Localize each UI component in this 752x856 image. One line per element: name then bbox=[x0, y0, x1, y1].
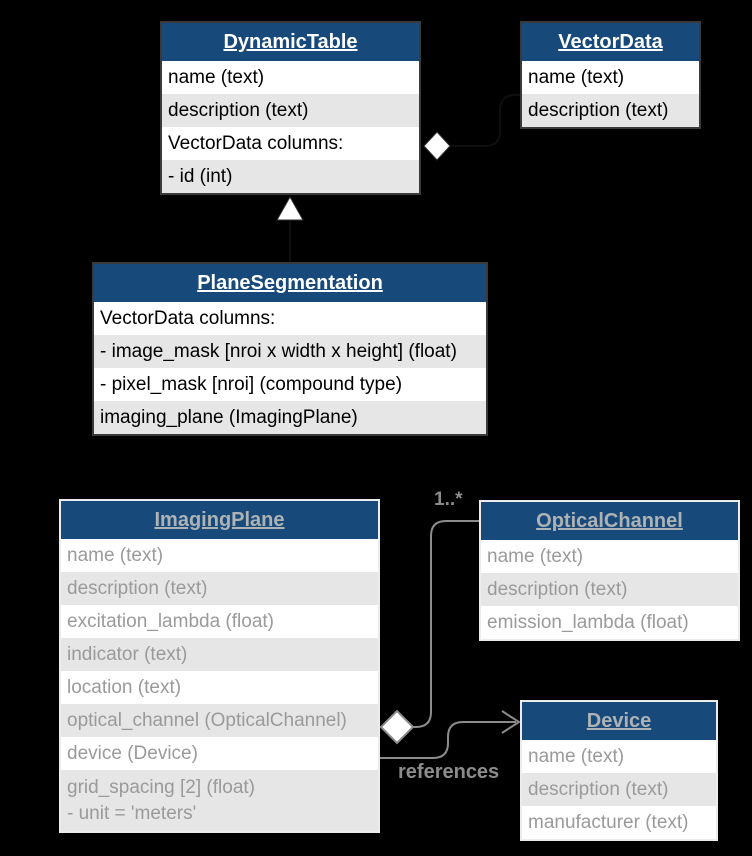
attribute-row: grid_spacing [2] (float) - unit = 'meter… bbox=[61, 770, 378, 831]
class-title-vectordata: VectorData bbox=[522, 23, 699, 61]
aggregation-line-dynamictable-vectordata bbox=[450, 94, 520, 147]
references-label: references bbox=[398, 761, 500, 783]
class-box-dynamictable: DynamicTable name (text) description (te… bbox=[160, 21, 421, 195]
attribute-row: name (text) bbox=[481, 540, 738, 573]
attribute-row: VectorData columns: bbox=[162, 127, 419, 160]
attribute-row: device (Device) bbox=[61, 737, 378, 770]
attribute-row: imaging_plane (ImagingPlane) bbox=[94, 401, 486, 434]
attribute-row: - image_mask [nroi x width x height] (fl… bbox=[94, 335, 486, 368]
attribute-row: description (text) bbox=[522, 773, 716, 806]
aggregation-line-imagingplane-opticalchannel bbox=[413, 520, 479, 728]
attribute-row: name (text) bbox=[522, 740, 716, 773]
attribute-row: name (text) bbox=[522, 61, 699, 94]
inheritance-triangle-icon bbox=[276, 195, 304, 221]
attribute-row: name (text) bbox=[61, 539, 378, 572]
attribute-row: VectorData columns: bbox=[94, 302, 486, 335]
multiplicity-label: 1..* bbox=[434, 489, 463, 510]
reference-arrow-icon bbox=[501, 710, 521, 734]
attribute-row: location (text) bbox=[61, 671, 378, 704]
class-box-opticalchannel: OpticalChannel name (text) description (… bbox=[479, 500, 740, 641]
attribute-row: indicator (text) bbox=[61, 638, 378, 671]
attribute-row: optical_channel (OpticalChannel) bbox=[61, 704, 378, 737]
attribute-row: description (text) bbox=[522, 94, 699, 127]
attribute-row: - id (int) bbox=[162, 160, 419, 193]
aggregation-diamond-icon bbox=[423, 131, 451, 161]
attribute-row: description (text) bbox=[61, 572, 378, 605]
attribute-row: description (text) bbox=[481, 573, 738, 606]
class-box-planesegmentation: PlaneSegmentation VectorData columns: - … bbox=[92, 262, 488, 436]
attribute-row: manufacturer (text) bbox=[522, 806, 716, 839]
class-title-imagingplane: ImagingPlane bbox=[61, 501, 378, 539]
aggregation-diamond-icon bbox=[379, 709, 415, 745]
attribute-row: description (text) bbox=[162, 94, 419, 127]
attribute-row: - pixel_mask [nroi] (compound type) bbox=[94, 368, 486, 401]
class-box-imagingplane: ImagingPlane name (text) description (te… bbox=[59, 499, 380, 833]
class-box-vectordata: VectorData name (text) description (text… bbox=[520, 21, 701, 129]
class-title-opticalchannel: OpticalChannel bbox=[481, 502, 738, 540]
attribute-row: excitation_lambda (float) bbox=[61, 605, 378, 638]
class-box-device: Device name (text) description (text) ma… bbox=[520, 700, 718, 841]
class-title-dynamictable: DynamicTable bbox=[162, 23, 419, 61]
class-title-device: Device bbox=[522, 702, 716, 740]
attribute-row: emission_lambda (float) bbox=[481, 606, 738, 639]
attribute-row: name (text) bbox=[162, 61, 419, 94]
class-title-planesegmentation: PlaneSegmentation bbox=[94, 264, 486, 302]
reference-line-imagingplane-device bbox=[380, 721, 516, 759]
